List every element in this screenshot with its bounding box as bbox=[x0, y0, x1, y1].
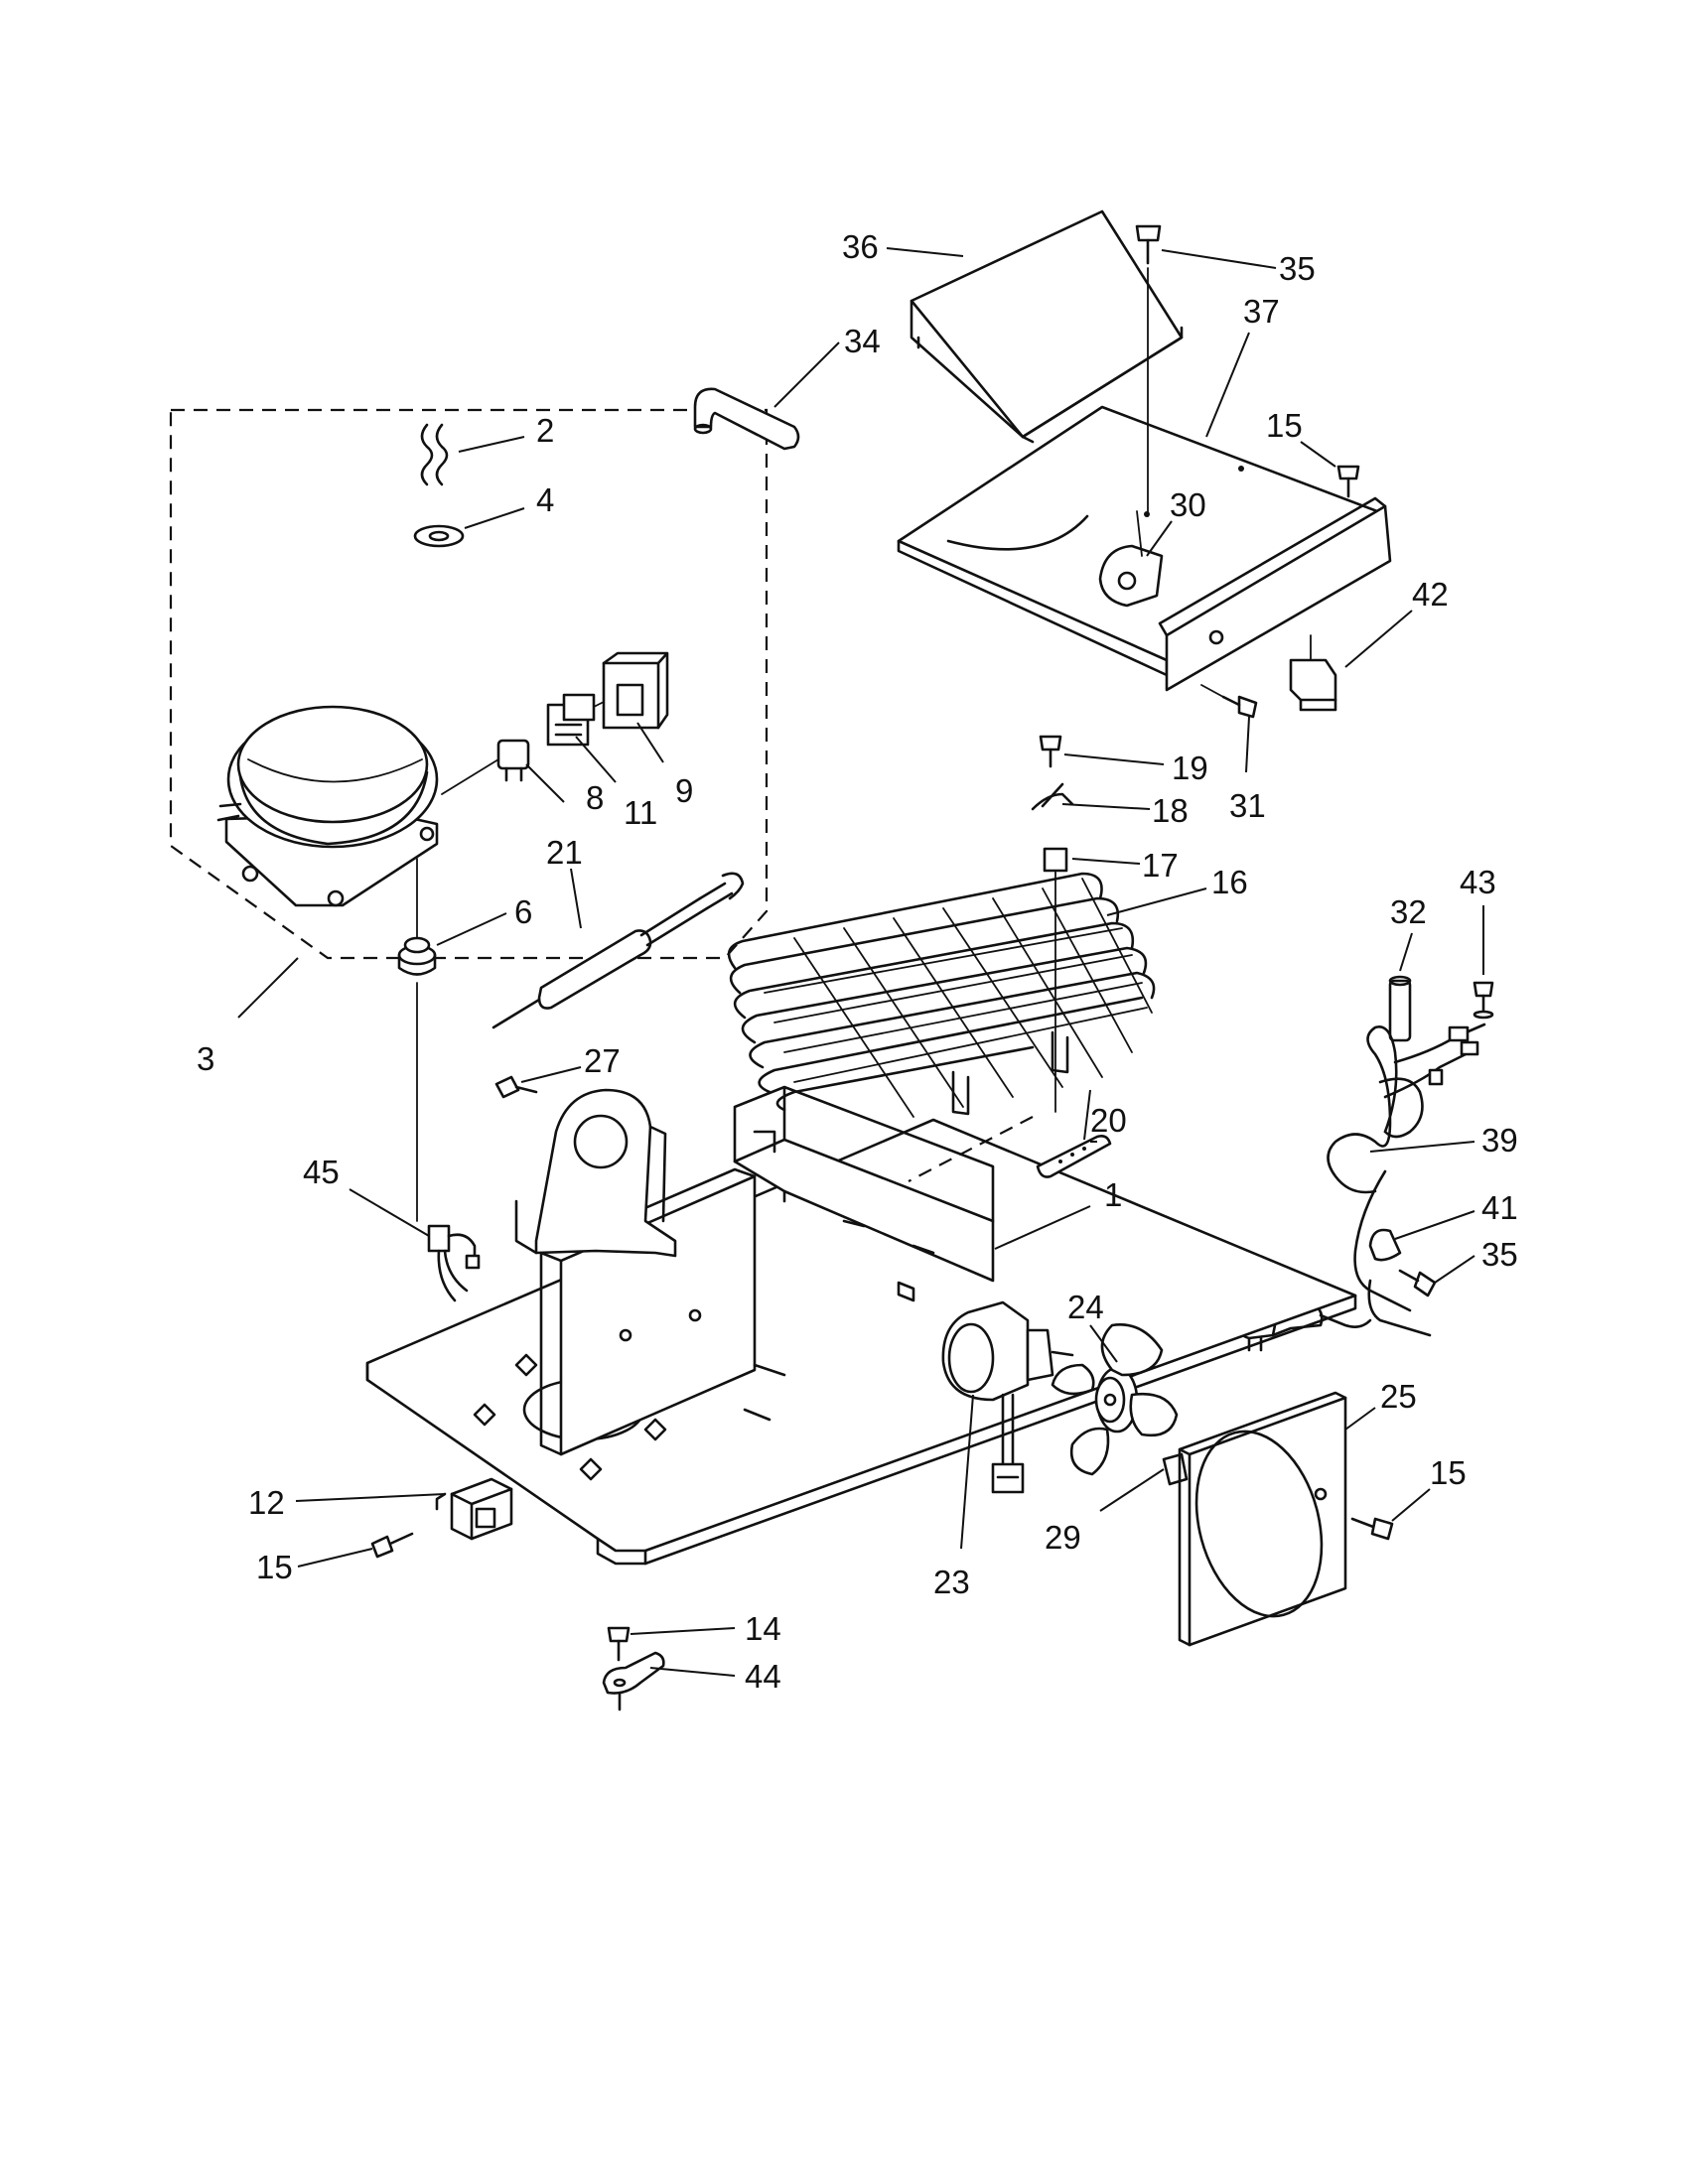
clip-20 bbox=[1036, 1135, 1112, 1178]
callout-45: 45 bbox=[303, 1154, 340, 1190]
screw-upper-right bbox=[1336, 465, 1360, 498]
overload-protector bbox=[441, 739, 530, 795]
callout-14: 14 bbox=[745, 1610, 781, 1647]
callout-9: 9 bbox=[675, 772, 693, 809]
fan-shroud bbox=[1178, 1391, 1347, 1647]
grommet bbox=[397, 858, 437, 976]
callout-1: 1 bbox=[1104, 1176, 1122, 1213]
fan-blade bbox=[1051, 1322, 1179, 1476]
capacitor-bracket bbox=[435, 1477, 513, 1541]
callout-42: 42 bbox=[1412, 576, 1449, 613]
evaporator-coil bbox=[727, 872, 1156, 1118]
channel-bracket bbox=[733, 1085, 995, 1302]
screw-43 bbox=[1473, 981, 1494, 1020]
callout-35-lower: 35 bbox=[1481, 1236, 1518, 1273]
callout-18: 18 bbox=[1152, 792, 1189, 829]
callout-29: 29 bbox=[1045, 1519, 1081, 1556]
switch-42 bbox=[1289, 634, 1337, 712]
screw-19 bbox=[1039, 735, 1062, 768]
callout-35-top: 35 bbox=[1279, 250, 1316, 287]
callout-36: 36 bbox=[842, 228, 879, 265]
callout-32: 32 bbox=[1390, 893, 1427, 930]
callout-37: 37 bbox=[1243, 293, 1280, 330]
callout-34: 34 bbox=[844, 323, 881, 359]
callout-31: 31 bbox=[1229, 787, 1266, 824]
callout-15-left: 15 bbox=[256, 1549, 293, 1585]
screw-31 bbox=[1200, 684, 1258, 719]
pin-32 bbox=[1388, 975, 1412, 1042]
drain-hose bbox=[693, 387, 800, 451]
callout-6: 6 bbox=[514, 893, 532, 930]
callout-19: 19 bbox=[1172, 750, 1208, 786]
callout-labels: 36 35 37 34 2 4 15 30 42 9 11 8 19 18 31… bbox=[197, 228, 1518, 1695]
callout-3: 3 bbox=[197, 1040, 214, 1077]
callout-15-upper: 15 bbox=[1266, 407, 1303, 444]
callout-leaders bbox=[237, 247, 1484, 1677]
callout-17: 17 bbox=[1142, 847, 1179, 884]
callout-11: 11 bbox=[624, 794, 657, 831]
compressor bbox=[216, 705, 439, 907]
washer-44 bbox=[602, 1651, 665, 1711]
top-cover bbox=[910, 209, 1184, 444]
callout-21: 21 bbox=[546, 834, 583, 871]
screw-15-right bbox=[1350, 1517, 1394, 1541]
callout-12: 12 bbox=[248, 1484, 285, 1521]
screw-15-left bbox=[370, 1532, 414, 1559]
callout-41: 41 bbox=[1481, 1189, 1518, 1226]
evaporator-dashed-link bbox=[908, 1116, 1034, 1182]
callout-20: 20 bbox=[1090, 1102, 1127, 1139]
callout-16: 16 bbox=[1211, 864, 1248, 900]
callout-8: 8 bbox=[586, 779, 604, 816]
fan-motor bbox=[941, 1300, 1074, 1494]
thermostat-part bbox=[1098, 510, 1164, 608]
callout-23: 23 bbox=[933, 1564, 970, 1600]
compressor-assembly-boundary bbox=[169, 408, 769, 960]
relay-cover bbox=[602, 651, 669, 730]
screw-35-lower bbox=[1398, 1269, 1437, 1297]
screw-27 bbox=[494, 1075, 538, 1099]
callout-39: 39 bbox=[1481, 1122, 1518, 1159]
callout-44: 44 bbox=[745, 1658, 781, 1695]
screw-14 bbox=[607, 1626, 631, 1662]
compressor-assembly-group bbox=[169, 408, 769, 1029]
callout-2: 2 bbox=[536, 412, 554, 449]
callout-25: 25 bbox=[1380, 1378, 1417, 1415]
callout-24: 24 bbox=[1067, 1289, 1104, 1325]
callout-15-right: 15 bbox=[1430, 1454, 1467, 1491]
clip-18 bbox=[1031, 782, 1074, 811]
mounting-bracket-27 bbox=[514, 1088, 677, 1258]
upper-bracket-plate bbox=[897, 405, 1392, 692]
power-cord bbox=[1327, 1023, 1486, 1337]
start-relay bbox=[546, 693, 609, 747]
callout-27: 27 bbox=[584, 1042, 621, 1079]
clip-part bbox=[420, 423, 449, 486]
callout-4: 4 bbox=[536, 481, 554, 518]
callout-30: 30 bbox=[1170, 486, 1206, 523]
washer-part bbox=[413, 524, 465, 548]
clamp-41 bbox=[1368, 1228, 1402, 1262]
callout-43: 43 bbox=[1460, 864, 1496, 900]
retaining-clip-29 bbox=[1162, 1452, 1189, 1486]
wiring-harness bbox=[427, 1224, 481, 1302]
base-plate bbox=[365, 1118, 1357, 1566]
screw-top bbox=[1135, 224, 1162, 517]
filter-drier bbox=[491, 872, 745, 1029]
